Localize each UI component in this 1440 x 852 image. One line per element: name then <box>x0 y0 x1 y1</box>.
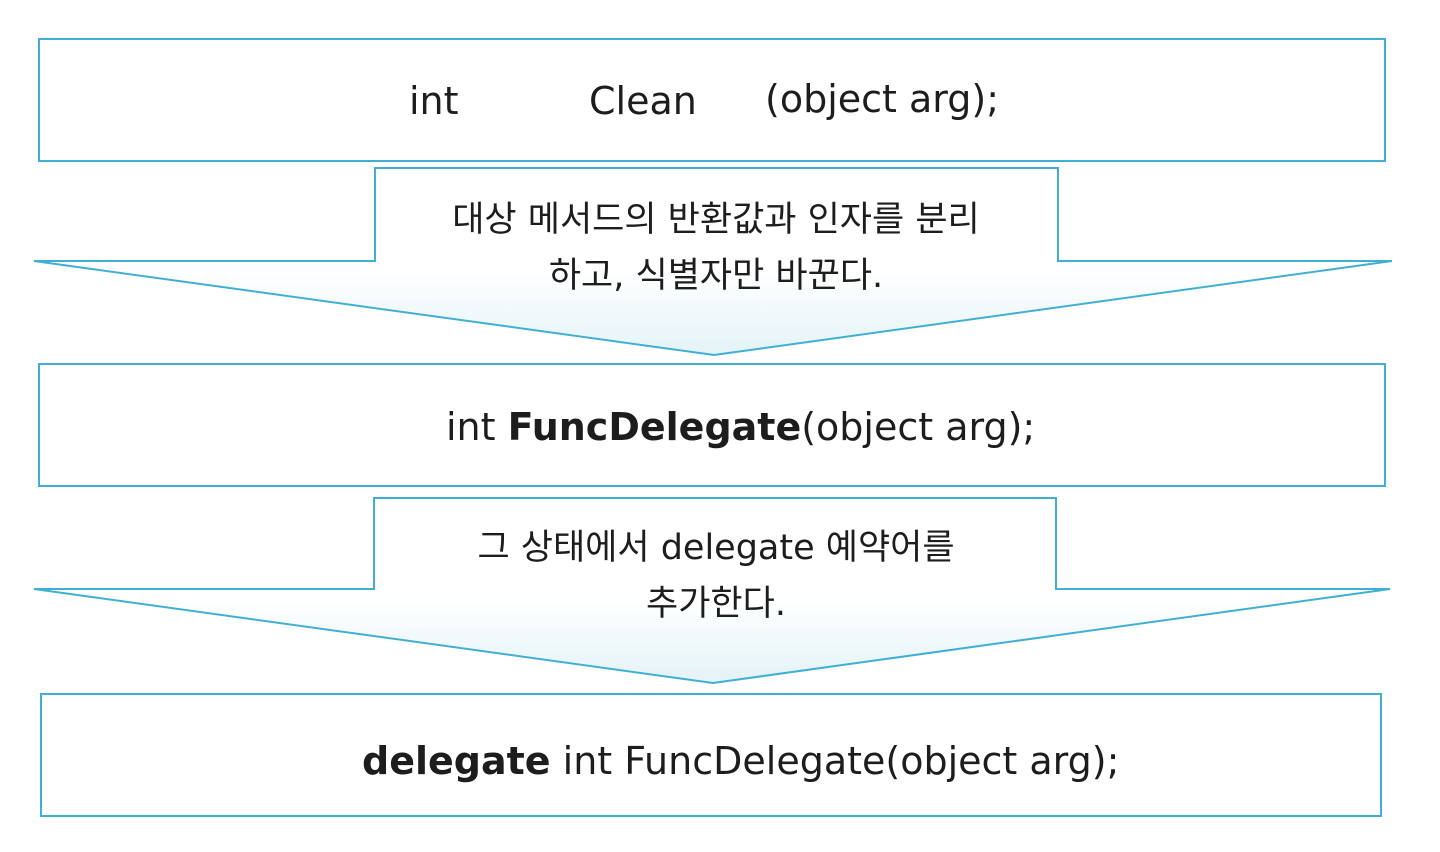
step-2-caption: 그 상태에서 delegate 예약어를 추가한다. <box>376 520 1056 632</box>
down-arrow-1 <box>33 167 1393 357</box>
step-2-line-1: 그 상태에서 delegate 예약어를 <box>477 528 955 568</box>
step-1-line-2: 하고, 식별자만 바꾼다. <box>548 256 884 296</box>
parameter-list-text: (object arg); <box>765 77 999 121</box>
method-name-text: Clean <box>589 79 697 123</box>
delegate-declaration-signature: delegate int FuncDelegate(object arg); <box>362 742 1119 780</box>
delegate-keyword-text: delegate <box>362 739 551 783</box>
parameter-list-text: (object arg); <box>801 405 1036 449</box>
return-type-text: int <box>409 79 459 123</box>
renamed-method-signature: int FuncDelegate(object arg); <box>446 408 1035 446</box>
delegate-signature-rest-text: int FuncDelegate(object arg); <box>562 739 1120 783</box>
code-box-delegate-declaration <box>40 693 1382 817</box>
delegate-name-text: FuncDelegate <box>507 405 802 449</box>
return-type-text: int <box>446 405 496 449</box>
down-arrow-2 <box>33 497 1391 685</box>
step-1-caption: 대상 메서드의 반환값과 인자를 분리 하고, 식별자만 바꾼다. <box>376 192 1056 304</box>
step-2-line-2: 추가한다. <box>646 584 786 624</box>
code-box-original-method <box>38 38 1386 162</box>
code-box-renamed-method <box>38 363 1386 487</box>
step-1-line-1: 대상 메서드의 반환값과 인자를 분리 <box>452 200 980 240</box>
